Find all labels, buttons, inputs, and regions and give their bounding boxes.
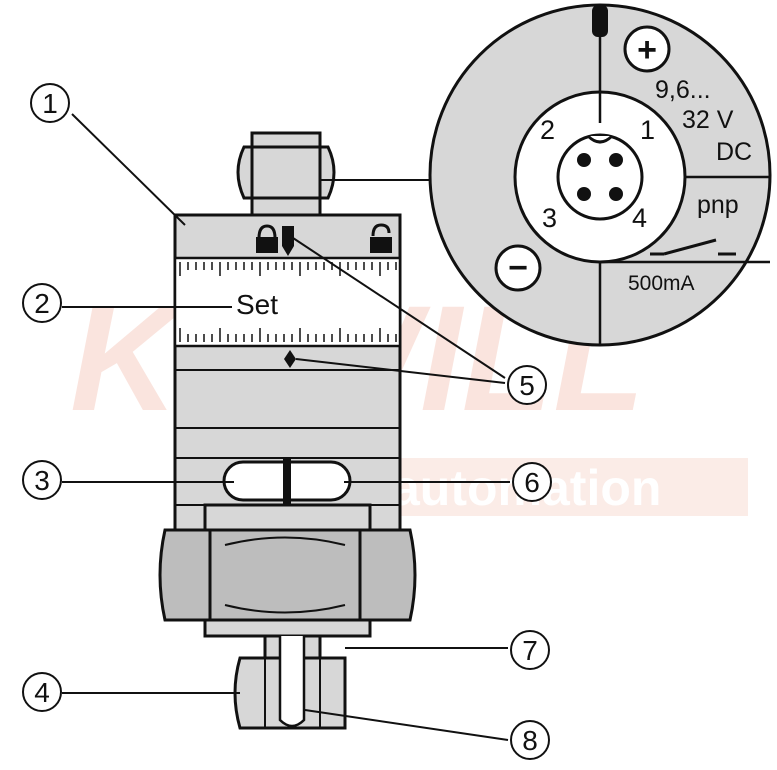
callout-6: 6 [512, 462, 552, 502]
set-label: Set [236, 289, 278, 320]
callout-6-label: 6 [524, 467, 540, 498]
voltage-line-1: 9,6... [655, 76, 711, 104]
pin-1-dot [609, 153, 623, 167]
pin-4-dot [609, 187, 623, 201]
callouts: 1 2 3 4 5 6 7 8 [22, 83, 552, 760]
scale-ticks [179, 262, 397, 342]
callout-7-label: 7 [522, 635, 538, 666]
pin-label-4: 4 [632, 203, 647, 233]
process-connection [233, 634, 347, 730]
callout-4: 4 [22, 672, 62, 712]
callout-5: 5 [507, 365, 547, 405]
voltage-line-2: 32 V [682, 106, 734, 134]
hex-nut [158, 503, 417, 638]
top-connector-nut [236, 145, 336, 200]
callout-5-label: 5 [519, 370, 535, 401]
socket-face [556, 133, 644, 221]
pin-2-dot [577, 153, 591, 167]
pressure-port [278, 636, 306, 728]
leader-8 [304, 709, 509, 741]
voltage-line-3: DC [716, 138, 752, 166]
lock-closed-icon [256, 224, 278, 253]
adjustment-slot[interactable] [222, 458, 352, 504]
callout-3-label: 3 [34, 465, 50, 496]
callout-4-label: 4 [34, 677, 50, 708]
callout-2-label: 2 [34, 288, 50, 319]
minus-icon [494, 244, 542, 292]
plus-icon [623, 25, 671, 73]
callout-1: 1 [30, 83, 70, 123]
hysteresis-marker-icon [284, 350, 296, 368]
callout-3: 3 [22, 460, 62, 500]
pin-label-1: 1 [640, 115, 655, 145]
callout-8: 8 [510, 720, 550, 760]
leader-5b [295, 358, 506, 384]
callout-7: 7 [510, 630, 550, 670]
callout-8-label: 8 [522, 725, 538, 756]
top-connector [236, 131, 336, 217]
leader-5a [289, 235, 506, 379]
nut-base [203, 618, 372, 638]
pin-label-2: 2 [540, 115, 555, 145]
nut-chamfer-bottom [224, 604, 346, 614]
plus-sign: + [637, 31, 657, 69]
setpoint-pointer-icon [282, 226, 294, 256]
socket-key-notch [586, 134, 614, 144]
minus-sign: − [508, 249, 528, 287]
nut-shoulder [203, 503, 372, 533]
scale-window [173, 256, 402, 348]
callout-2: 2 [22, 283, 62, 323]
pinout-diagram: 2 1 3 4 + − 9,6... 32 V DC pnp 500mA [428, 3, 772, 347]
switch-symbol-icon [650, 238, 736, 256]
leader-1 [71, 113, 186, 226]
output-type: pnp [697, 191, 739, 219]
slot-screw-icon [283, 458, 291, 504]
cable-mark-icon [592, 5, 608, 37]
pin-3-dot [577, 187, 591, 201]
current-rating: 500mA [628, 272, 695, 295]
pin-label-3: 3 [542, 203, 557, 233]
callout-1-label: 1 [42, 88, 58, 119]
nut-chamfer-top [224, 536, 346, 546]
nut-outline [158, 528, 417, 622]
lock-open-icon [370, 223, 392, 253]
